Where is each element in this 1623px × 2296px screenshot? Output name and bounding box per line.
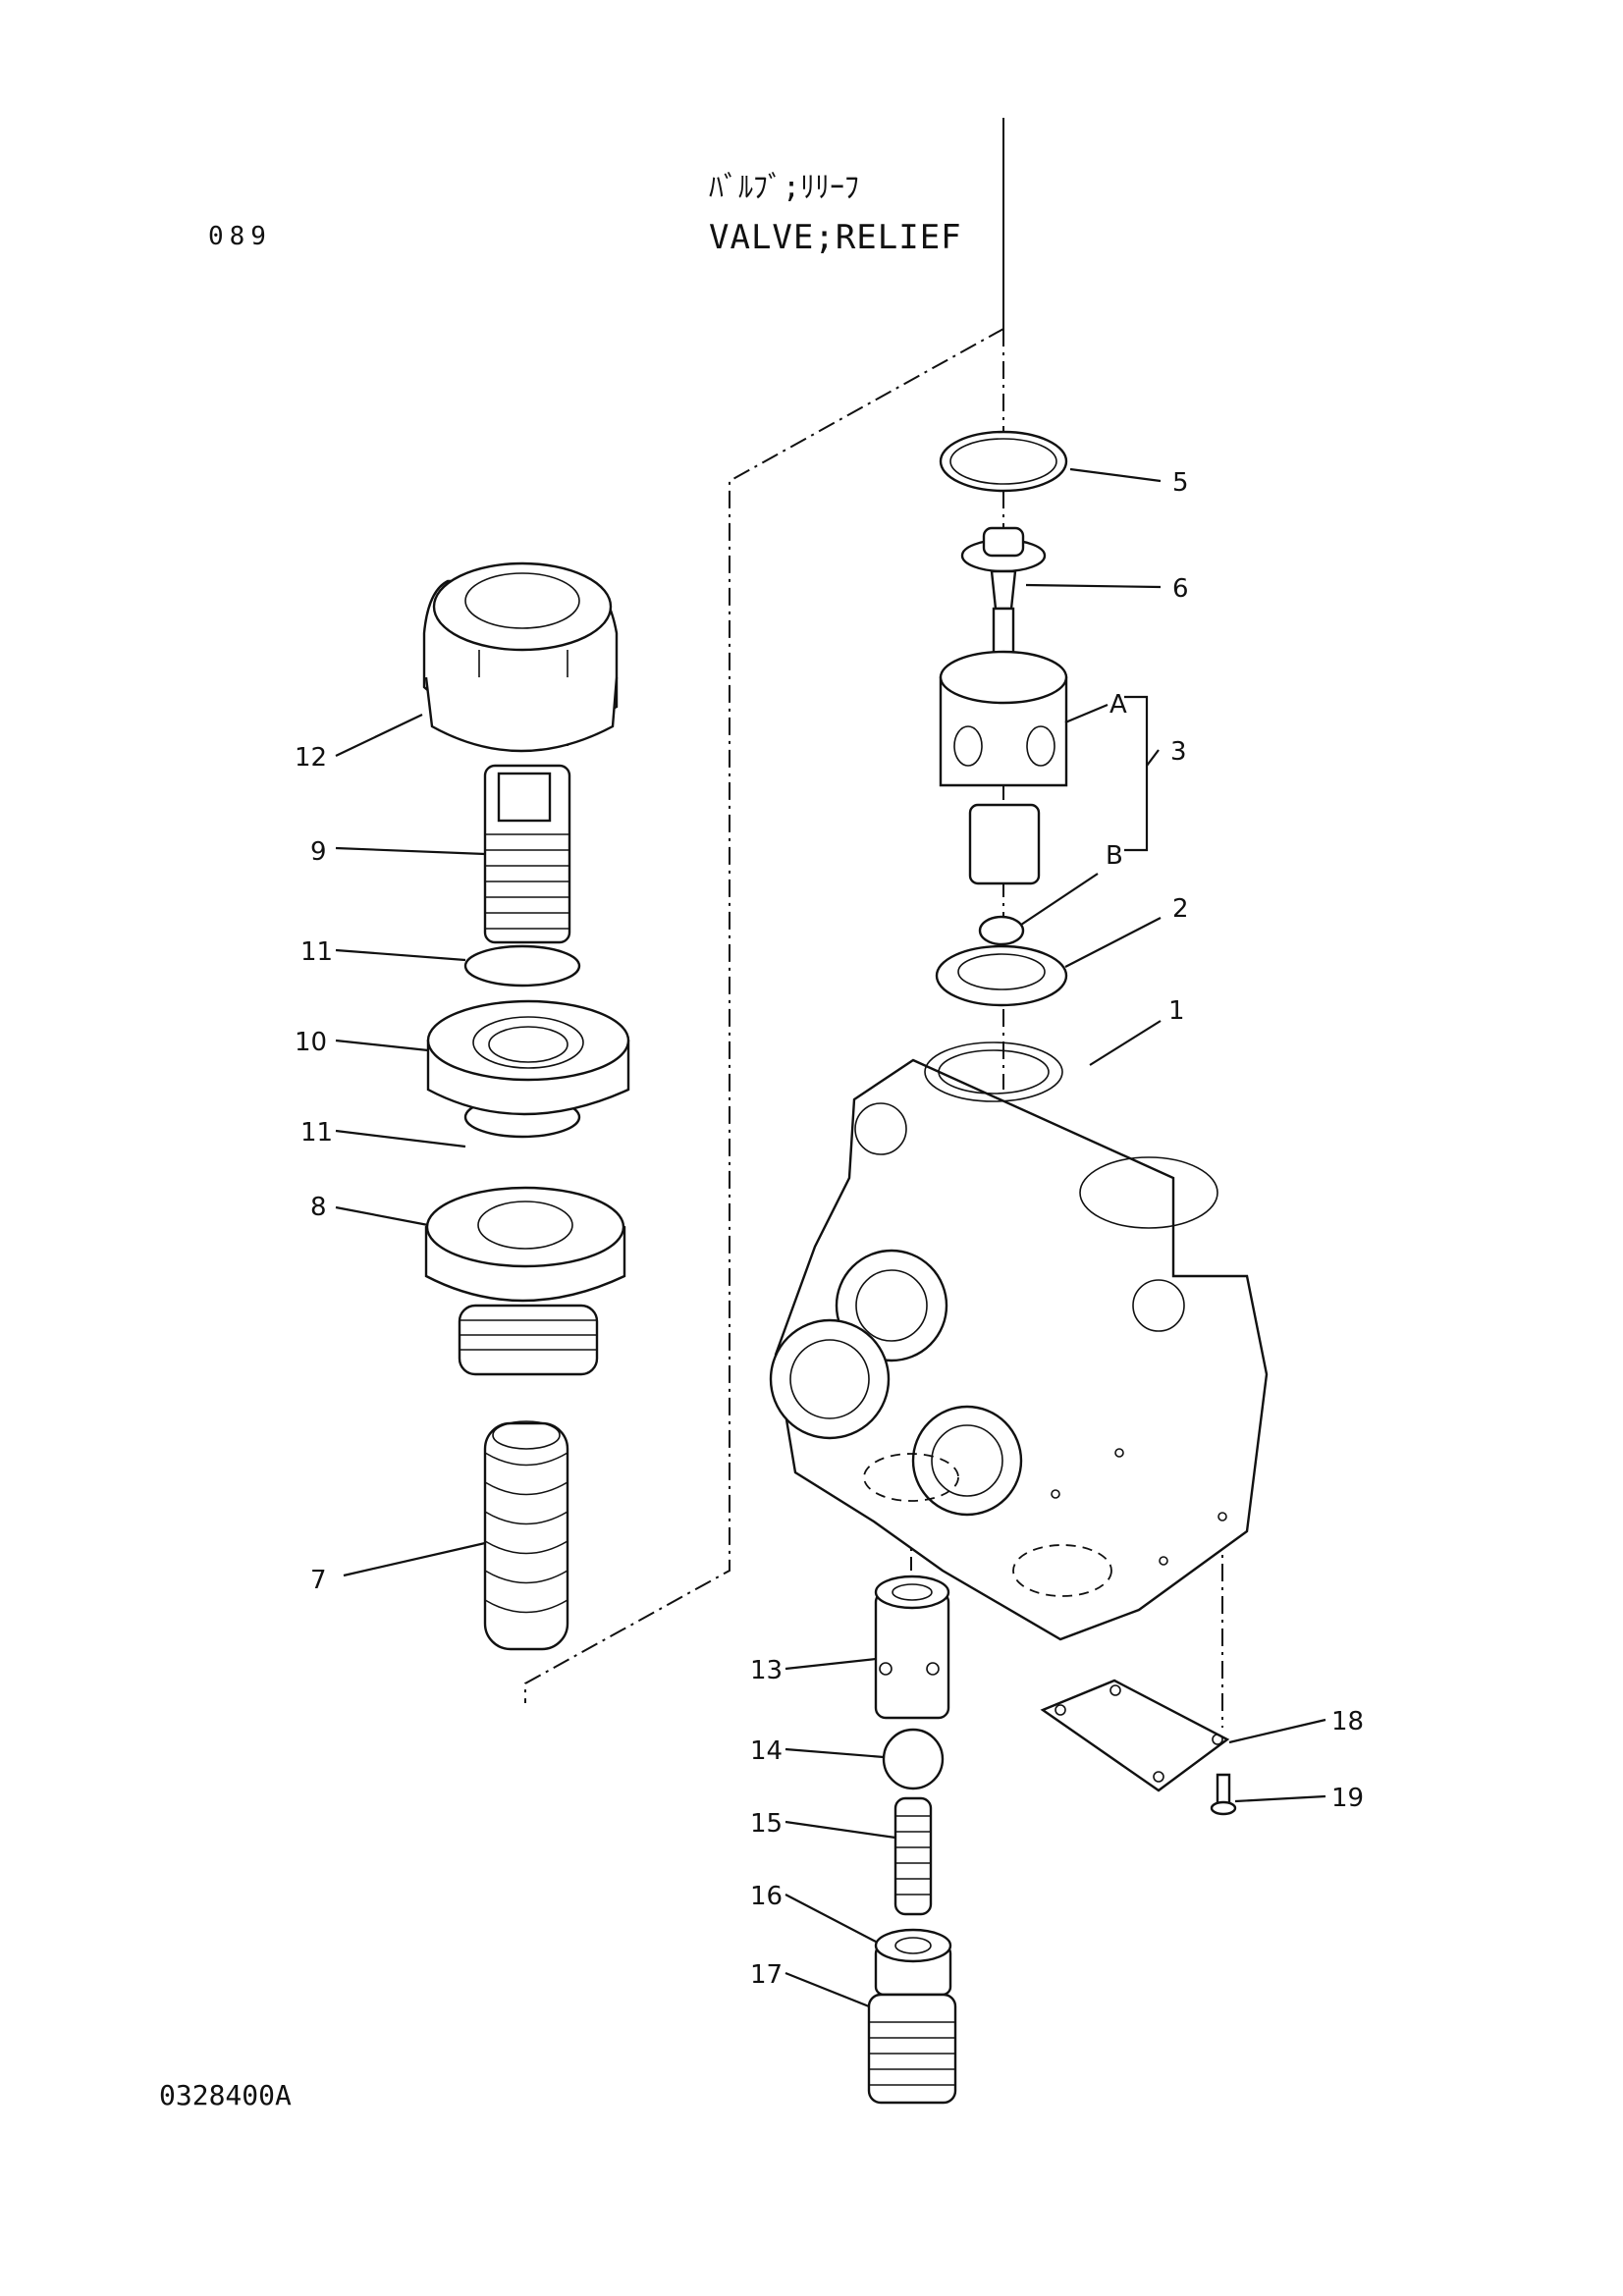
page-number: 089 [208,222,272,251]
callout-14: 14 [750,1736,783,1766]
callout-a: A [1109,690,1127,720]
part-12-cap-nut [422,561,619,753]
part-5-o-ring [939,430,1068,493]
part-10-lock-nut [426,999,630,1116]
callout-2: 2 [1172,894,1189,924]
leader-lines [335,467,1326,2008]
callout-16: 16 [750,1882,783,1911]
part-8-plug [424,1186,626,1376]
callout-9: 9 [310,837,327,867]
title-japanese: ﾊﾞﾙﾌﾞ;ﾘﾘｰﾌ [709,171,860,205]
part-9-adjusting-screw [483,764,571,944]
callout-11-upper: 11 [300,937,333,967]
callout-6: 6 [1172,574,1189,604]
callout-13: 13 [750,1656,783,1685]
callout-labels: 5 6 A 3 B 2 1 12 9 11 10 11 8 7 13 14 15… [295,468,1364,1990]
callout-15: 15 [750,1809,783,1839]
callout-19: 19 [1331,1784,1364,1813]
callout-17: 17 [750,1960,783,1990]
part-18-cover-plate [1040,1679,1230,1792]
part-15-spring [893,1796,933,1916]
assembly-axis-line [524,118,1004,1703]
part-7-spring [483,1420,569,1651]
part-2-seat-ring [935,915,1068,1007]
part-13-sleeve [874,1575,950,1720]
part-6-poppet [960,526,1047,660]
part-11-o-ring-upper [463,944,581,988]
drawing-code: 0328400A [159,2079,292,2111]
part-16-collar [874,1928,952,1997]
part-3-valve-seat [939,650,1068,885]
part-1-valve-body [769,1041,1269,1641]
callout-10: 10 [295,1028,327,1057]
callout-7: 7 [310,1566,327,1595]
part-17-plug [867,1993,957,2105]
callout-18: 18 [1331,1707,1364,1736]
callout-11-lower: 11 [300,1118,333,1148]
callout-8: 8 [310,1193,327,1222]
callout-3: 3 [1170,737,1187,767]
part-14-ball [882,1728,945,1790]
callout-12: 12 [295,743,327,773]
callout-5: 5 [1172,468,1189,498]
part-19-screw [1210,1773,1237,1816]
callout-b: B [1106,841,1123,871]
title-english: VALVE;RELIEF [709,218,962,257]
callout-1: 1 [1168,996,1185,1026]
